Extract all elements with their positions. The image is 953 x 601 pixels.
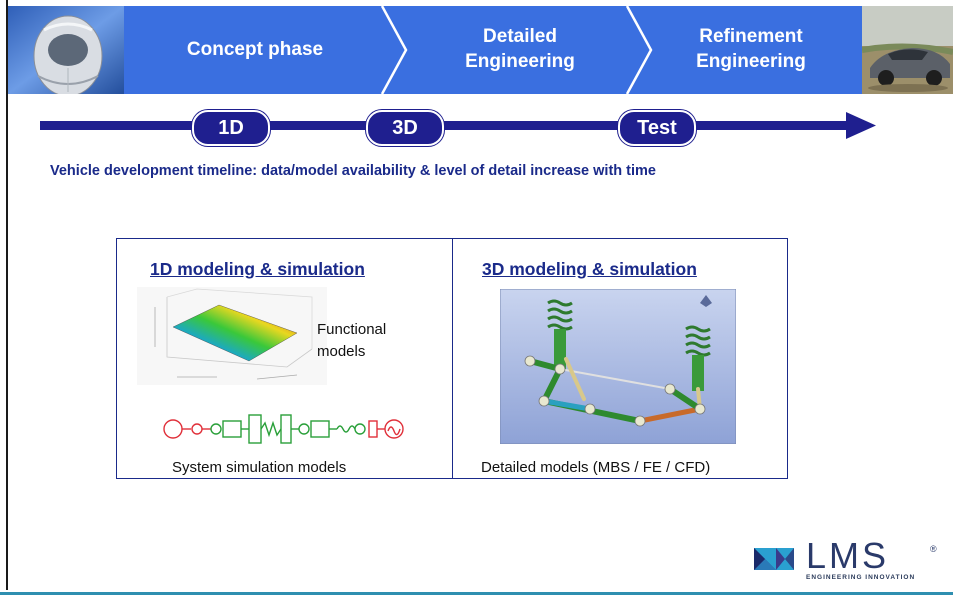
functional-models-label: Functional models	[317, 319, 386, 363]
system-simulation-label: System simulation models	[172, 459, 347, 476]
detailed-line2: Engineering	[465, 51, 575, 72]
suspension-model-icon	[500, 289, 736, 444]
lms-trademark: ®	[930, 544, 937, 554]
car-front-icon	[8, 6, 124, 94]
car-photo-icon	[862, 6, 953, 94]
milestone-1d: 1D	[192, 110, 270, 146]
modeling-comparison-panel: 1D modeling & simulation Functional mode…	[116, 238, 788, 479]
refinement-engineering-label: Refinement Engineering	[666, 24, 836, 74]
panel-divider	[452, 239, 453, 478]
detailed-engineering-label: Detailed Engineering	[435, 24, 605, 74]
timeline-arrow	[40, 112, 876, 139]
slide-bottom-border	[0, 592, 953, 595]
refinement-line2: Engineering	[696, 51, 806, 72]
lms-logo-icon	[754, 548, 794, 570]
surface-plot-icon	[137, 287, 327, 385]
functional-line2: models	[317, 343, 366, 360]
concept-phase-label: Concept phase	[186, 39, 324, 60]
detailed-line1: Detailed	[483, 26, 557, 47]
detailed-models-label: Detailed models (MBS / FE / CFD)	[481, 459, 711, 476]
phase-chevrons	[124, 6, 862, 94]
lms-wordmark: LMS	[806, 535, 890, 576]
slide-left-border	[6, 0, 8, 590]
panel-3d-title: 3D modeling & simulation	[482, 259, 697, 279]
refinement-line1: Refinement	[699, 26, 803, 47]
functional-line1: Functional	[317, 321, 387, 338]
circuit-diagram-icon	[163, 414, 404, 444]
milestone-3d: 3D	[366, 110, 444, 146]
panel-1d-title: 1D modeling & simulation	[150, 259, 365, 279]
lms-tagline: ENGINEERING INNOVATION	[806, 574, 916, 581]
milestone-test: Test	[618, 110, 696, 146]
phase-banner: Concept phase Detailed Engineering Refin…	[0, 0, 953, 100]
timeline-caption: Vehicle development timeline: data/model…	[50, 163, 656, 179]
